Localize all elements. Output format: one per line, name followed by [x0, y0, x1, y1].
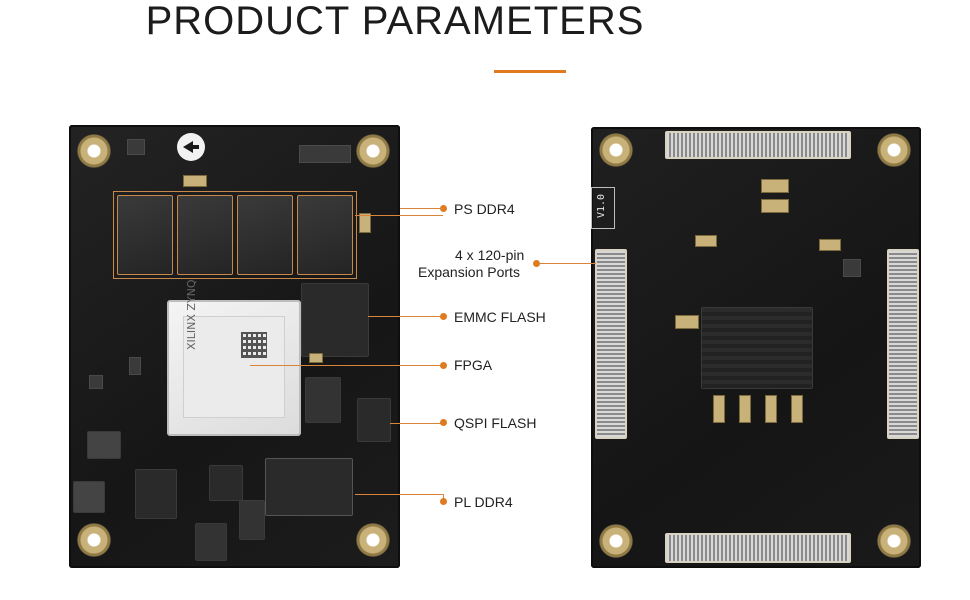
mount-hole-icon: [77, 134, 111, 168]
ps-ddr4-chip: [297, 195, 353, 275]
ps-ddr4-chip: [117, 195, 173, 275]
smd-component: [761, 179, 789, 193]
ps-ddr4-frame: [113, 191, 357, 279]
back-board-image: V1.0: [591, 127, 921, 568]
ps-ddr4-chip: [237, 195, 293, 275]
mount-hole-icon: [356, 523, 390, 557]
qspi-flash-chip: [357, 398, 391, 442]
callout-label-qspi: QSPI FLASH: [454, 415, 537, 431]
orientation-arrow-icon: [177, 133, 205, 161]
callout-line-pl-ddr4: [355, 494, 444, 495]
callout-line-ps-ddr4: [355, 215, 443, 216]
version-marking: V1.0: [591, 187, 615, 229]
expansion-connector-left: [595, 249, 627, 439]
expansion-connector-bottom: [665, 533, 851, 563]
fpga-chip: XILINX ZYNQ: [167, 279, 301, 436]
mount-hole-icon: [877, 133, 911, 167]
page-title: PRODUCT PARAMETERS: [145, 0, 645, 43]
front-board-image: XILINX ZYNQ: [69, 125, 400, 568]
inductor: [239, 500, 265, 540]
callout-dot: [440, 419, 447, 426]
title-underline: [494, 70, 566, 73]
version-text: V1.0: [596, 193, 607, 218]
smd-component: [129, 357, 141, 375]
regulator: [73, 481, 105, 513]
callout-line-fpga: [250, 365, 444, 366]
callout-label-pl-ddr4: PL DDR4: [454, 494, 513, 510]
callout-line-emmc: [368, 316, 444, 317]
inductor: [195, 523, 227, 561]
fpga-die: [183, 316, 285, 418]
mount-hole-icon: [599, 524, 633, 558]
expansion-connector-top: [665, 131, 851, 159]
callout-label-ps-ddr4: PS DDR4: [454, 201, 515, 217]
smd-component: [675, 315, 699, 329]
smd-component: [843, 259, 861, 277]
pl-ddr4-chip: [265, 458, 353, 516]
callout-dot: [533, 260, 540, 267]
mount-hole-icon: [599, 133, 633, 167]
callout-label-expansion-line1: 4 x 120-pin: [455, 247, 525, 263]
smd-component: [309, 353, 323, 363]
ps-ddr4-chip: [177, 195, 233, 275]
callout-dot: [440, 362, 447, 369]
bga-area: [701, 307, 813, 389]
callout-label-fpga: FPGA: [454, 357, 493, 373]
smd-component: [791, 395, 803, 423]
smd-component: [695, 235, 717, 247]
power-ic: [135, 469, 177, 519]
callout-dot: [440, 313, 447, 320]
power-ic: [209, 465, 243, 501]
smd-component: [89, 375, 103, 389]
mount-hole-icon: [77, 523, 111, 557]
expansion-connector-right: [887, 249, 919, 439]
smd-component: [127, 139, 145, 155]
inductor: [305, 377, 341, 423]
mount-hole-icon: [356, 134, 390, 168]
smd-component: [761, 199, 789, 213]
smd-component: [819, 239, 841, 251]
callout-label-emmc: EMMC FLASH: [454, 309, 546, 325]
smd-component: [299, 145, 351, 163]
emmc-flash-chip: [301, 283, 369, 357]
callout-dot: [440, 498, 447, 505]
smd-component: [765, 395, 777, 423]
callout-line-expansion: [538, 263, 596, 264]
qr-code-icon: [241, 332, 267, 358]
smd-component: [713, 395, 725, 423]
smd-component: [359, 213, 371, 233]
smd-component: [183, 175, 207, 187]
callout-line-ps-ddr4-end: [400, 208, 444, 209]
smd-component: [739, 395, 751, 423]
callout-label-expansion-line2: Expansion Ports: [418, 264, 520, 280]
mount-hole-icon: [877, 524, 911, 558]
fpga-marking: XILINX ZYNQ: [185, 279, 198, 350]
regulator: [87, 431, 121, 459]
callout-line-qspi: [390, 423, 444, 424]
